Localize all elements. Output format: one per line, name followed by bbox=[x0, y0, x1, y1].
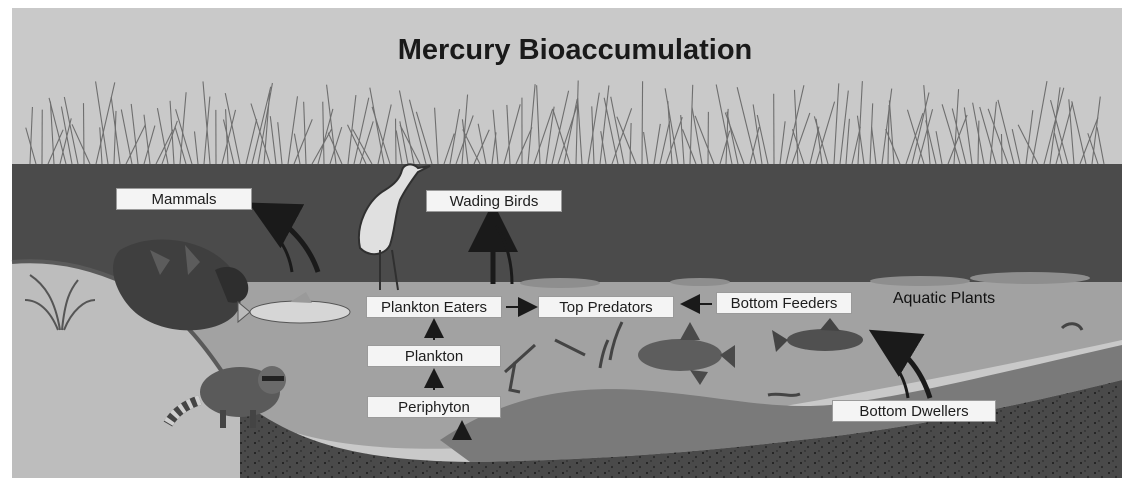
label-aquatic-plants: Aquatic Plants bbox=[878, 288, 1010, 310]
label-plankton: Plankton bbox=[367, 345, 501, 367]
label-mammals: Mammals bbox=[116, 188, 252, 210]
label-bottom-feeders: Bottom Feeders bbox=[716, 292, 852, 314]
label-top-predators: Top Predators bbox=[538, 296, 674, 318]
grass-blade bbox=[1001, 134, 1002, 164]
label-bottom-dwellers: Bottom Dwellers bbox=[832, 400, 996, 422]
grass-blade bbox=[642, 81, 643, 164]
label-wading-birds: Wading Birds bbox=[426, 190, 562, 212]
label-plankton-eaters: Plankton Eaters bbox=[366, 296, 502, 318]
diagram-title: Mercury Bioaccumulation bbox=[0, 34, 1130, 67]
label-periphyton: Periphyton bbox=[367, 396, 501, 418]
grass-blade bbox=[83, 103, 84, 164]
